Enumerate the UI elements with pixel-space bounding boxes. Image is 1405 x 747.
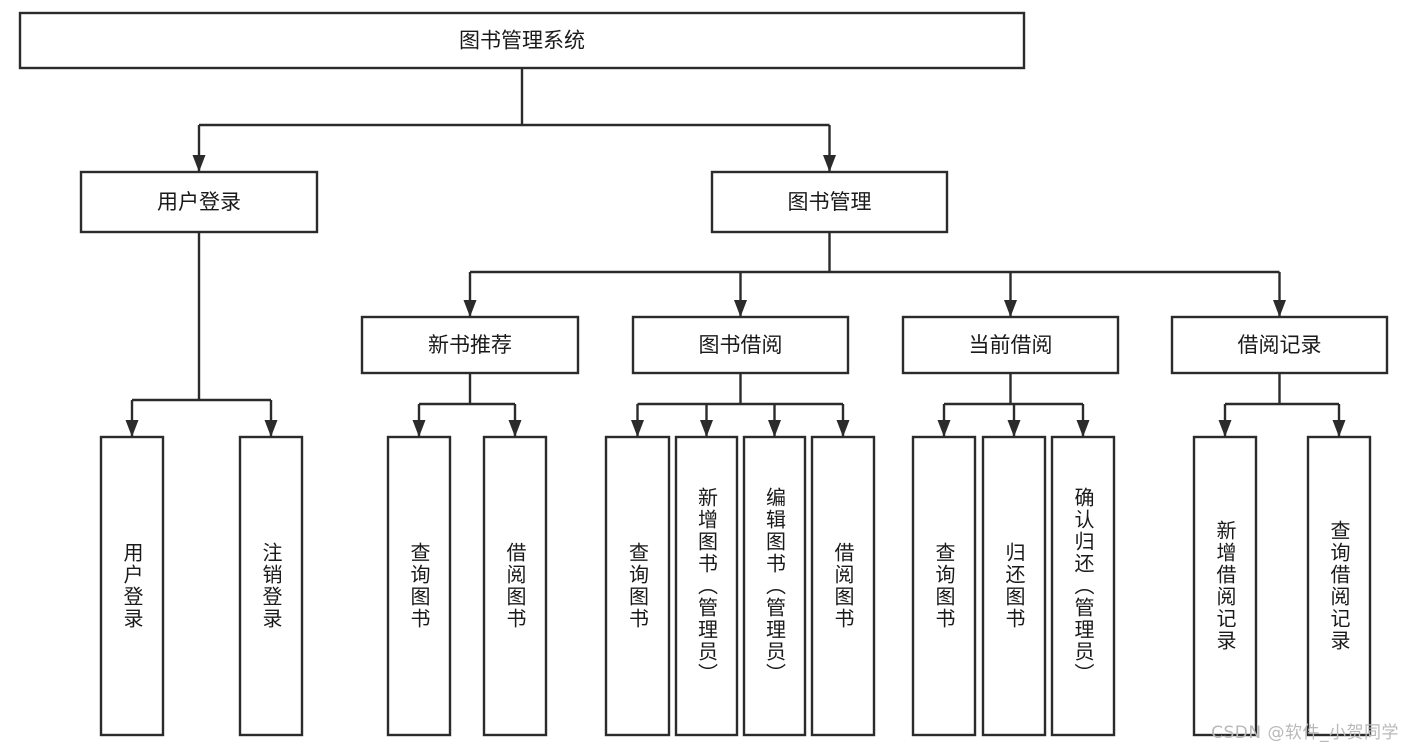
connector-layer bbox=[125, 68, 1346, 437]
arrow-head-leaf-return-book bbox=[1007, 420, 1021, 437]
node-box-layer bbox=[18, 11, 1389, 737]
node-box-leaf-confirm-return[interactable] bbox=[1050, 435, 1116, 737]
arrow-head-leaf-borrow-book-2 bbox=[836, 420, 850, 437]
node-box-leaf-logout[interactable] bbox=[238, 435, 304, 737]
arrow-head-leaf-query-book-1 bbox=[412, 420, 426, 437]
arrow-head-book-borrow bbox=[734, 300, 747, 317]
node-box-book-management[interactable] bbox=[710, 170, 949, 234]
arrow-head-leaf-borrow-book-1 bbox=[508, 420, 522, 437]
arrow-head-leaf-add-book bbox=[700, 420, 713, 437]
node-label-user-login: 用户登录 bbox=[157, 190, 241, 214]
node-box-leaf-query-record[interactable] bbox=[1306, 435, 1372, 737]
node-box-current-borrow[interactable] bbox=[901, 315, 1120, 375]
node-box-leaf-query-book-2[interactable] bbox=[604, 435, 671, 737]
arrow-head-book-management bbox=[823, 155, 836, 172]
node-box-user-login[interactable] bbox=[79, 170, 319, 234]
node-box-borrow-records[interactable] bbox=[1170, 315, 1389, 375]
arrow-head-leaf-add-record bbox=[1218, 420, 1232, 437]
arrow-head-leaf-query-book-3 bbox=[937, 420, 951, 437]
node-box-leaf-borrow-book-2[interactable] bbox=[810, 435, 876, 737]
node-box-leaf-query-book-1[interactable] bbox=[386, 435, 452, 737]
arrow-head-user-login bbox=[192, 155, 206, 172]
node-label-root: 图书管理系统 bbox=[459, 29, 585, 53]
arrow-head-borrow-records bbox=[1273, 300, 1286, 317]
arrow-head-leaf-confirm-return bbox=[1076, 420, 1090, 437]
node-label-book-borrow: 图书借阅 bbox=[699, 333, 783, 357]
arrow-head-new-book-recommend bbox=[463, 300, 477, 317]
node-label-book-management: 图书管理 bbox=[788, 190, 872, 214]
arrow-head-leaf-query-record bbox=[1332, 420, 1346, 437]
node-box-new-book-recommend[interactable] bbox=[360, 315, 580, 375]
node-label-current-borrow: 当前借阅 bbox=[969, 333, 1053, 357]
node-box-leaf-return-book[interactable] bbox=[981, 435, 1047, 737]
node-box-leaf-user-login[interactable] bbox=[99, 435, 165, 737]
arrow-head-leaf-edit-book bbox=[768, 420, 781, 437]
arrow-head-leaf-user-login bbox=[125, 420, 139, 437]
arrow-head-leaf-logout bbox=[264, 420, 278, 437]
node-label-borrow-records: 借阅记录 bbox=[1238, 333, 1322, 357]
node-box-book-borrow[interactable] bbox=[631, 315, 850, 375]
arrow-head-current-borrow bbox=[1004, 300, 1017, 317]
node-label-new-book-recommend: 新书推荐 bbox=[428, 333, 512, 357]
node-box-leaf-add-book[interactable] bbox=[674, 435, 739, 737]
node-box-leaf-borrow-book-1[interactable] bbox=[482, 435, 548, 737]
node-box-leaf-edit-book[interactable] bbox=[742, 435, 807, 737]
arrow-head-leaf-query-book-2 bbox=[631, 420, 644, 437]
node-box-root[interactable] bbox=[18, 11, 1026, 70]
node-box-leaf-query-book-3[interactable] bbox=[911, 435, 977, 737]
node-box-leaf-add-record[interactable] bbox=[1192, 435, 1258, 737]
